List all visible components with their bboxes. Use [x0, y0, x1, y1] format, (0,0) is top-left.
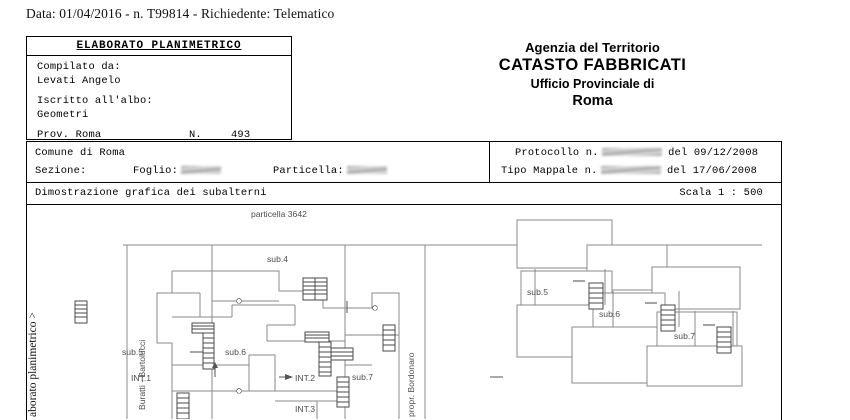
label-plan-sub6: sub.6 [225, 347, 246, 357]
label-plan-int2: INT.2 [295, 373, 315, 383]
register-value: Geometri [37, 108, 89, 121]
number-label: N. [189, 129, 202, 142]
stair-block-9 [382, 324, 396, 352]
label-section-sub7: sub.7 [674, 331, 695, 341]
tipo-mappale-del-label: del [666, 165, 687, 177]
office-city: Roma [572, 92, 613, 109]
section-block-c [651, 266, 741, 310]
compiler-info-box: ELABORATO PLANIMETRICO Compilato da: Lev… [26, 36, 292, 143]
margin-vertical-note: aborato planimetrico > [14, 285, 39, 420]
protocollo-row: Protocollo n. del 09/12/2008 [515, 147, 758, 159]
label-plan-sub4: sub.4 [267, 254, 288, 264]
document-type-title: ELABORATO PLANIMETRICO [27, 37, 291, 56]
particella-label: Particella: [273, 165, 344, 177]
tipo-mappale-date: 17/06/2008 [692, 165, 758, 177]
demonstration-title: Dimostrazione grafica dei subalterni [35, 187, 267, 199]
cadastral-drawing: particella 3642 sub.4 sub.5 sub.6 sub.7 … [74, 209, 762, 419]
stair-hatch-group-plan [74, 277, 396, 419]
identification-band: Comune di Roma Sezione: Foglio: Particel… [27, 142, 781, 183]
print-header-line: Data: 01/04/2016 - n. T99814 - Richieden… [26, 6, 335, 21]
protocollo-date: 09/12/2008 [693, 147, 759, 159]
label-plan-int1: INT.1 [131, 373, 151, 383]
stair-hatch-group-section [573, 280, 732, 354]
stair-block-10 [176, 392, 190, 419]
arrow-int1-head [212, 362, 218, 368]
foglio-field: Foglio: [133, 165, 222, 177]
compiled-by-value: Levati Angelo [37, 74, 121, 87]
access-point-2 [372, 305, 378, 311]
agency-heading: Agenzia del Territorio CATASTO FABBRICAT… [400, 40, 785, 110]
drawing-labels: particella 3642 sub.4 sub.5 sub.6 sub.7 … [122, 209, 695, 417]
register-label: Iscritto all'albo: [37, 95, 153, 108]
protocollo-del-label: del [668, 147, 688, 159]
registry-name: CATASTO FABBRICATI [498, 56, 687, 75]
particella-value-redacted [346, 166, 387, 174]
tipo-mappale-row: Tipo Mappale n. del 17/06/2008 [501, 165, 757, 177]
label-particella: particella 3642 [251, 209, 307, 219]
stair-block-3 [202, 332, 215, 370]
demonstration-band: Dimostrazione grafica dei subalterni Sca… [27, 183, 781, 205]
comune-text: Comune di Roma [35, 147, 126, 159]
office-label: Ufficio Provinciale di [530, 76, 655, 91]
section-stair-2 [660, 304, 676, 332]
stair-block-7 [330, 347, 354, 361]
tipo-mappale-label: Tipo Mappale n. [501, 165, 598, 177]
identification-left: Comune di Roma Sezione: Foglio: Particel… [27, 142, 487, 182]
stair-block-5 [304, 331, 330, 343]
label-section-sub5: sub.5 [527, 287, 548, 297]
label-neighbour-right: propr. Bordonaro [406, 352, 416, 417]
arrow-int2-head [285, 374, 293, 380]
label-plan-int3: INT.3 [295, 404, 315, 414]
tipo-mappale-value-redacted [600, 166, 661, 174]
sezione-label: Sezione: [35, 165, 87, 177]
margin-vertical-text: aborato planimetrico > [27, 312, 39, 417]
province-label: Prov. Roma [37, 129, 102, 142]
label-plan-sub5: sub.5 [122, 347, 143, 357]
drawing-canvas: particella 3642 sub.4 sub.5 sub.6 sub.7 … [27, 205, 781, 419]
scale-label: Scala 1 : 500 [679, 187, 763, 199]
label-plan-sub7: sub.7 [352, 372, 373, 382]
province-number-row: Prov. Roma N. 493 [37, 129, 291, 143]
protocollo-label: Protocollo n. [515, 147, 599, 159]
particella-field: Particella: [273, 165, 387, 177]
access-point-3 [236, 388, 242, 394]
foglio-value-redacted [181, 166, 222, 174]
foglio-label: Foglio: [133, 165, 179, 177]
access-point-1 [236, 298, 242, 304]
access-markers [190, 298, 503, 394]
label-neighbour-left: Buratti - Bartolucci [137, 340, 147, 410]
stair-block-2 [191, 322, 215, 334]
band-vertical-divider [489, 142, 490, 182]
document-frame: Comune di Roma Sezione: Foglio: Particel… [26, 141, 782, 420]
protocollo-value-redacted [601, 148, 662, 156]
label-section-sub6: sub.6 [599, 309, 620, 319]
compiled-by-label: Compilato da: [37, 61, 121, 73]
stair-block-4 [74, 300, 88, 324]
section-stair-1 [588, 282, 604, 310]
spacer [37, 88, 291, 95]
number-value: 493 [231, 129, 251, 142]
compiler-details: Compilato da: Levati Angelo Iscritto all… [27, 56, 291, 143]
identification-right: Protocollo n. del 09/12/2008 Tipo Mappal… [493, 142, 781, 182]
agency-name: Agenzia del Territorio [525, 40, 660, 55]
section-stair-3 [716, 326, 732, 354]
